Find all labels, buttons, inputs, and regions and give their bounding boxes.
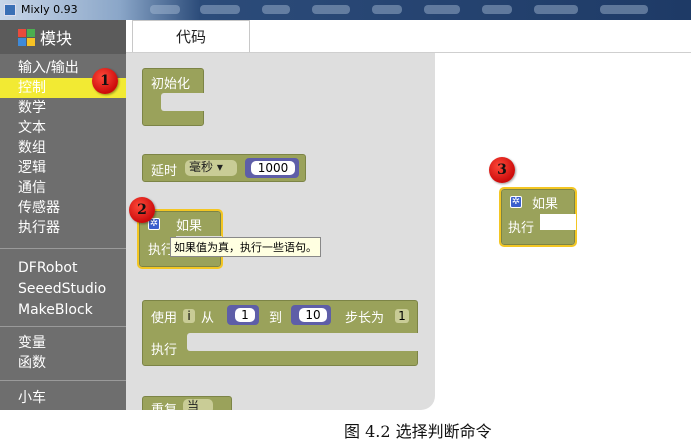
category-math[interactable]: 数学 [18, 100, 46, 116]
workspace-if-block[interactable]: ✲ 如果 执行 [499, 187, 577, 247]
blurred-menu-item [482, 5, 512, 14]
for-from-label: 从 [201, 311, 215, 326]
category-actuator[interactable]: 执行器 [18, 220, 60, 236]
block-tooltip: 如果值为真，执行一些语句。 [170, 237, 321, 257]
step-badge-3: 3 [489, 157, 515, 183]
category-dfrobot[interactable]: DFRobot [18, 260, 78, 276]
title-bar: Mixly 0.93 [0, 0, 691, 20]
if-block-do-label: 执行 [148, 243, 175, 258]
workspace-if-do-label: 执行 [508, 221, 535, 236]
for-step-label: 步长为 [345, 311, 385, 326]
workspace-if-label: 如果 [532, 197, 559, 212]
category-text[interactable]: 文本 [18, 120, 46, 136]
repeat-mode-value: 当 [187, 399, 200, 413]
setup-block-label: 初始化 [151, 77, 191, 92]
app-icon [4, 4, 16, 16]
blurred-menu-item [534, 5, 578, 14]
block-slot [187, 333, 419, 351]
block-slot [540, 214, 576, 230]
gear-icon[interactable]: ✲ [510, 196, 522, 208]
for-end-field[interactable]: 10 [299, 308, 327, 322]
category-io[interactable]: 输入/输出 [18, 60, 79, 76]
delay-value-field[interactable]: 1000 [251, 161, 295, 175]
for-variable-field[interactable]: i [183, 309, 195, 323]
step-badge-2: 2 [129, 197, 155, 223]
if-block-label: 如果 [176, 219, 203, 234]
delay-unit-dropdown[interactable]: 毫秒 ▾ [185, 160, 237, 176]
category-seeedstudio[interactable]: SeeedStudio [18, 281, 107, 297]
sidebar-divider [0, 326, 126, 327]
category-variables[interactable]: 变量 [18, 335, 46, 351]
category-makeblock[interactable]: MakeBlock [18, 302, 93, 318]
delay-label: 延时 [151, 164, 178, 179]
blurred-menu-item [424, 5, 460, 14]
puzzle-icon [18, 28, 35, 46]
step-badge-1: 1 [92, 68, 118, 94]
category-functions[interactable]: 函数 [18, 355, 46, 371]
category-logic[interactable]: 逻辑 [18, 160, 46, 176]
setup-block[interactable]: 初始化 [142, 68, 205, 126]
tab-code[interactable]: 代码 [132, 20, 250, 52]
blurred-menu-item [150, 5, 180, 14]
for-do-label: 执行 [151, 343, 178, 358]
category-communication[interactable]: 通信 [18, 180, 46, 196]
page-background [126, 410, 691, 445]
sidebar-divider [0, 248, 126, 249]
blurred-menu-item [372, 5, 402, 14]
delay-unit-value: 毫秒 [189, 160, 214, 174]
blurred-menu-item [312, 5, 350, 14]
tab-bar: 代码 [126, 20, 691, 53]
category-car[interactable]: 小车 [18, 390, 46, 406]
block-slot [161, 93, 205, 111]
figure-caption: 图 4.2 选择判断命令 [344, 422, 492, 441]
blurred-menu-item [262, 5, 290, 14]
blurred-menu-item [200, 5, 240, 14]
blurred-menu-item [600, 5, 648, 14]
for-start-field[interactable]: 1 [235, 308, 255, 322]
category-sensor[interactable]: 传感器 [18, 200, 60, 216]
window-title: Mixly 0.93 [21, 3, 78, 16]
sidebar-header-label: 模块 [40, 29, 73, 48]
sidebar-divider [0, 380, 126, 381]
for-loop-block[interactable]: 使用 i 从 1 到 10 步长为 1 执行 [142, 300, 419, 366]
sidebar-header: 模块 [0, 20, 126, 54]
delay-block[interactable]: 延时 毫秒 ▾ 1000 [142, 154, 306, 182]
for-step-field[interactable]: 1 [395, 309, 409, 323]
for-to-label: 到 [269, 311, 283, 326]
for-use-label: 使用 [151, 311, 178, 326]
category-array[interactable]: 数组 [18, 140, 46, 156]
gear-icon[interactable]: ✲ [148, 218, 160, 230]
